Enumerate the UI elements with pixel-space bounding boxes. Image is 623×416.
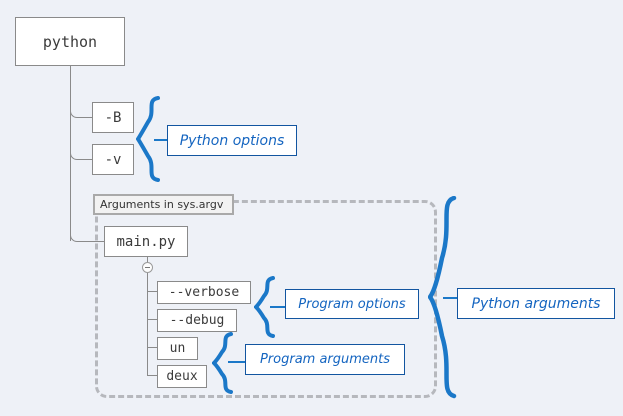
connector-mainpy-stem: [147, 256, 148, 264]
node-option-v[interactable]: -v: [92, 144, 134, 175]
label-program-options[interactable]: Program options: [285, 289, 419, 319]
brace-tick-python-options: [154, 139, 168, 141]
brace-tick-program-arguments: [228, 361, 246, 363]
node-python[interactable]: python: [15, 17, 125, 66]
node-option-B[interactable]: -B: [92, 102, 134, 133]
connector-mainpy-to-un: [147, 340, 158, 348]
node-program-argument-deux[interactable]: deux: [157, 365, 207, 388]
collapse-toggle-main-py[interactable]: [142, 262, 153, 273]
connector-root-to-mainpy: [70, 234, 105, 242]
node-program-option-debug[interactable]: --debug: [157, 309, 237, 332]
node-main-py[interactable]: main.py: [104, 226, 188, 257]
label-python-arguments[interactable]: Python arguments: [457, 288, 615, 319]
connector-mainpy-trunk: [147, 273, 148, 376]
brace-tick-program-options: [270, 306, 286, 308]
node-program-argument-un[interactable]: un: [157, 337, 198, 360]
connector-mainpy-to-debug: [147, 312, 158, 320]
connector-mainpy-to-deux: [147, 368, 158, 376]
label-program-arguments[interactable]: Program arguments: [245, 344, 405, 375]
node-program-option-verbose[interactable]: --verbose: [157, 281, 251, 304]
connector-root-to-B: [70, 110, 93, 118]
connector-root-to-v: [70, 152, 93, 160]
connector-mainpy-to-verbose: [147, 284, 158, 292]
label-python-options[interactable]: Python options: [167, 125, 297, 156]
sys-argv-group-title: Arguments in sys.argv: [93, 194, 234, 215]
